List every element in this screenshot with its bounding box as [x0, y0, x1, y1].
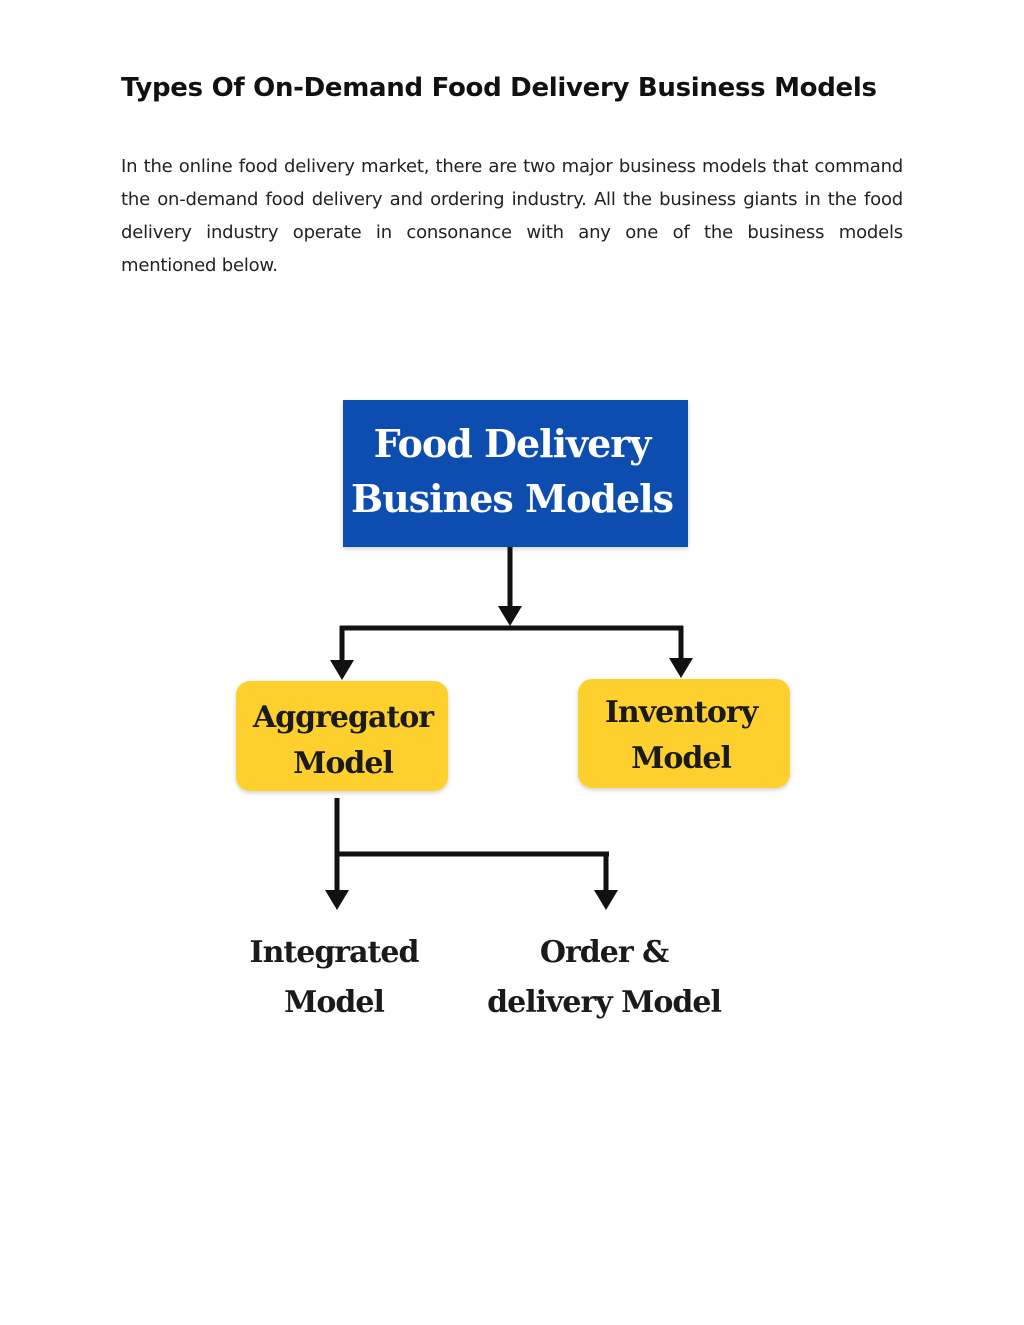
inventory-arrow-icon	[669, 658, 693, 678]
order-delivery-node-line2: delivery Model	[487, 985, 721, 1020]
inventory-node-line2: Model	[631, 741, 731, 776]
aggregator-arrow-icon	[330, 660, 354, 680]
aggregator-arrowheads	[325, 890, 618, 910]
root-node: Food Delivery Busines Models	[343, 400, 688, 547]
integrated-node-line1: Integrated	[250, 935, 420, 970]
inventory-node-line1: Inventory	[605, 695, 760, 730]
aggregator-node-line2: Model	[293, 746, 393, 781]
inventory-node-box	[578, 679, 790, 788]
aggregator-connectors	[334, 798, 609, 892]
root-connectors	[339, 547, 684, 664]
order-delivery-node: Order & delivery Model	[487, 935, 722, 1020]
root-node-box	[343, 400, 688, 547]
aggregator-node-line1: Aggregator	[252, 700, 435, 735]
aggregator-node-box	[236, 681, 448, 791]
order-delivery-node-line1: Order &	[540, 935, 669, 970]
page-title: Types Of On-Demand Food Delivery Busines…	[121, 73, 877, 103]
root-node-line2: Busines Models	[351, 476, 673, 521]
intro-paragraph: In the online food delivery market, ther…	[121, 156, 903, 276]
root-down-arrow-icon	[498, 606, 522, 626]
root-arrowheads	[330, 606, 693, 680]
integrated-node-line2: Model	[284, 985, 384, 1020]
inventory-node: Inventory Model	[578, 679, 790, 788]
aggregator-node: Aggregator Model	[236, 681, 448, 791]
integrated-node: Integrated Model	[250, 935, 421, 1020]
order-delivery-arrow-icon	[594, 890, 618, 910]
root-node-line1: Food Delivery	[374, 421, 653, 466]
integrated-arrow-icon	[325, 890, 349, 910]
